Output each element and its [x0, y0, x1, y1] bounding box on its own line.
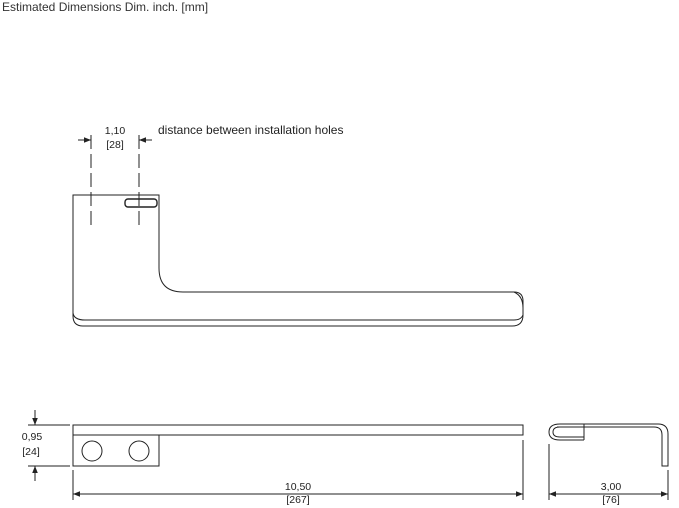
length-mm: [267] — [286, 494, 309, 506]
length-inch: 10,50 — [285, 481, 311, 493]
base-plate — [72, 434, 160, 467]
side-profile — [548, 423, 669, 467]
mounting-hole-left — [81, 440, 103, 462]
handle-bottom-edge — [72, 312, 524, 321]
front-view — [72, 135, 524, 327]
screw-slot — [124, 198, 158, 208]
bottom-view — [28, 410, 524, 500]
handle-outline — [72, 194, 524, 327]
hole-spacing-note: distance between installation holes — [158, 123, 343, 137]
side-view — [548, 423, 669, 500]
bar-outline — [72, 424, 524, 436]
projection-inch: 3,00 — [601, 481, 622, 493]
thickness-inch: 0,95 — [22, 431, 43, 443]
hole-spacing-inch: 1,10 — [105, 125, 126, 137]
page-title: Estimated Dimensions Dim. inch. [mm] — [2, 0, 209, 14]
handle-end-curve — [513, 291, 524, 309]
projection-mm: [76] — [602, 494, 620, 506]
thickness-mm: [24] — [22, 446, 40, 458]
side-profile-inner — [552, 426, 584, 438]
hole-spacing-mm: [28] — [106, 139, 124, 151]
mounting-hole-right — [128, 440, 150, 462]
